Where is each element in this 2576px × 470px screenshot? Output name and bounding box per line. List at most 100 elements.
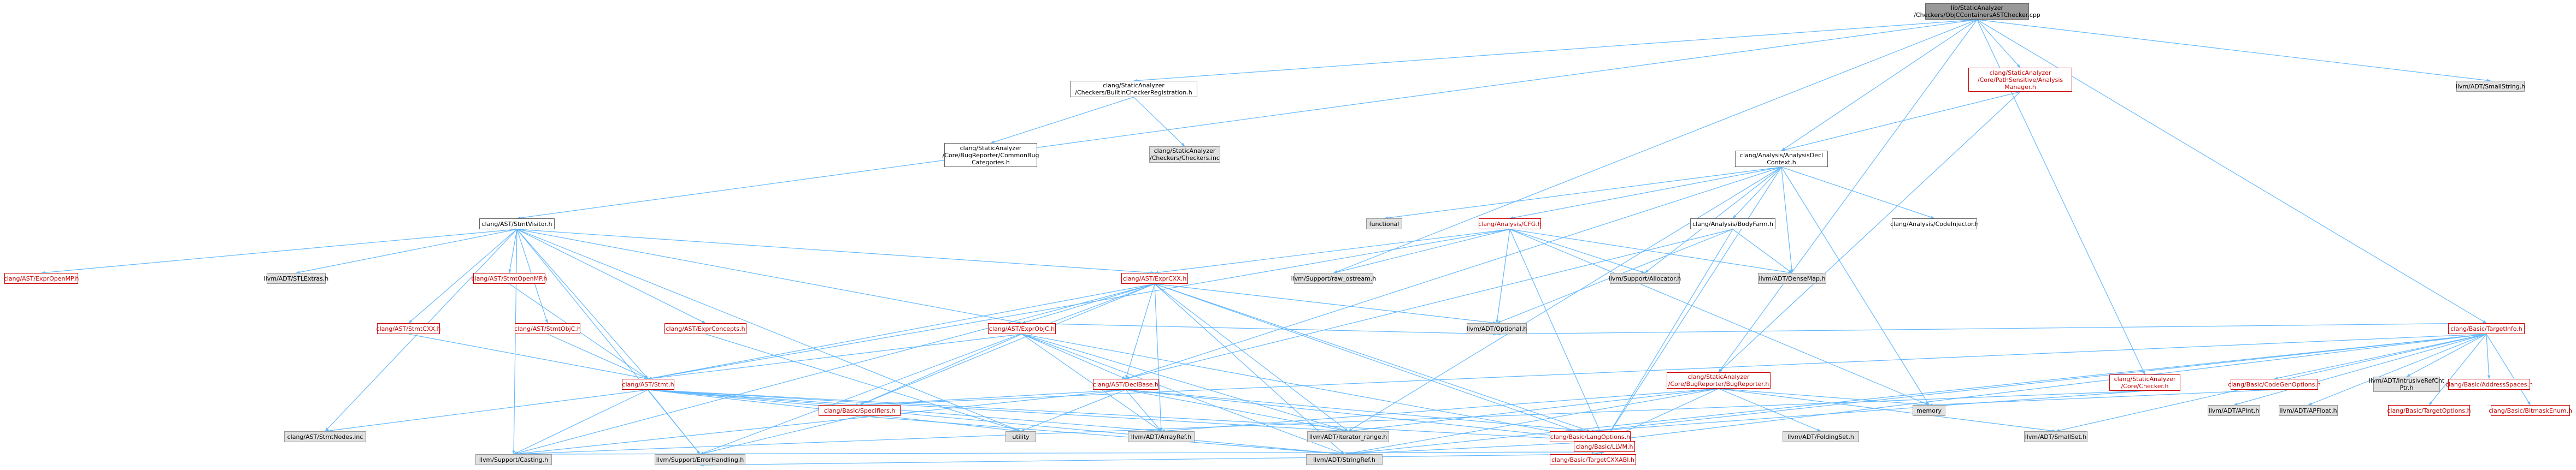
edge-expr_objc-to-optional bbox=[1021, 323, 1497, 335]
edge-arrowhead bbox=[1021, 429, 1025, 432]
edge-stmt-to-error_handling bbox=[648, 389, 701, 455]
edge-root-to-raw_ostream bbox=[1333, 19, 1978, 273]
edge-expr_cxx-to-lang_options bbox=[1154, 283, 1591, 432]
edge-arrowhead bbox=[1126, 376, 1130, 380]
edge-stmt-to-stmt_nodes_inc bbox=[325, 389, 649, 432]
edge-target_info-to-apint bbox=[2233, 334, 2487, 406]
node-stl-extras: llvm/ADT/STLExtras.h bbox=[264, 273, 328, 284]
edge-arrowhead bbox=[2483, 320, 2486, 323]
node-cfg[interactable]: clang/Analysis/CFG.h bbox=[1478, 218, 1542, 229]
node-expr-openmp[interactable]: clang/AST/ExprOpenMP.h bbox=[4, 273, 79, 284]
edge-analysis_decl_context-to-llvm_h bbox=[1604, 166, 1782, 442]
edge-analysis_decl_context-to-decl_base bbox=[1125, 166, 1782, 379]
edge-arrowhead bbox=[991, 140, 995, 144]
edge-root-to-path_sensitive_analysis_manager bbox=[1977, 19, 2021, 68]
node-stmt-objc[interactable]: clang/AST/StmtObjC.h bbox=[514, 323, 581, 334]
node-stmt-cxx[interactable]: clang/AST/StmtCXX.h bbox=[377, 323, 441, 334]
edge-body_farm-to-llvm_h bbox=[1604, 229, 1733, 442]
node-bug-reporter[interactable]: clang/StaticAnalyzer /Core/BugReporter/B… bbox=[1667, 372, 1771, 389]
edge-bug_reporter-to-small_set bbox=[1718, 388, 2056, 432]
edge-expr_cxx-to-casting bbox=[513, 283, 1155, 455]
node-llvm-h[interactable]: clang/Basic/LLVM.h bbox=[1574, 441, 1635, 452]
edge-arrowhead bbox=[1497, 320, 1501, 324]
node-expr-cxx[interactable]: clang/AST/ExprCXX.h bbox=[1121, 273, 1188, 284]
edge-stmt_cxx-to-stmt bbox=[408, 334, 649, 379]
edge-arrowhead bbox=[2308, 402, 2312, 406]
edge-arrowhead bbox=[1733, 215, 1737, 218]
edge-arrowhead bbox=[2407, 373, 2410, 377]
edge-expr_cxx-to-error_handling bbox=[699, 283, 1155, 455]
node-error-handling: llvm/Support/ErrorHandling.h bbox=[655, 454, 745, 465]
node-analysis-decl-context[interactable]: clang/Analysis/AnalysisDecl Context.h bbox=[1735, 151, 1828, 167]
edge-cfg-to-raw_ostream bbox=[1333, 229, 1510, 273]
edge-arrowhead bbox=[1790, 269, 1793, 273]
edge-arrowhead bbox=[408, 319, 413, 323]
edge-expr_objc-to-llvm_h bbox=[1021, 334, 1605, 442]
node-stmt[interactable]: clang/AST/Stmt.h bbox=[622, 379, 674, 390]
edge-arrowhead bbox=[2487, 375, 2491, 379]
node-common-bug-categories[interactable]: clang/StaticAnalyzer /Core/BugReporter/C… bbox=[943, 143, 1039, 167]
edge-expr_objc-to-specifiers bbox=[859, 334, 1022, 406]
node-stmt-openmp[interactable]: clang/AST/StmtOpenMP.h bbox=[471, 273, 548, 284]
edge-stmt-to-casting bbox=[513, 389, 649, 455]
edge-root-to-analysis_decl_context bbox=[1781, 19, 1978, 151]
node-root-file: lib/StaticAnalyzer /Checkers/ObjCContain… bbox=[1914, 3, 2040, 20]
edge-target_info-to-apfloat bbox=[2308, 334, 2487, 406]
node-dense-map: llvm/ADT/DenseMap.h bbox=[1758, 273, 1826, 284]
edge-arrowhead bbox=[2056, 429, 2060, 432]
edge-arrowhead bbox=[2016, 64, 2020, 68]
node-body-farm[interactable]: clang/Analysis/BodyFarm.h bbox=[1690, 218, 1775, 229]
node-target-cxx-abi[interactable]: clang/Basic/TargetCXXABI.h bbox=[1550, 454, 1636, 465]
node-checkers-inc: clang/StaticAnalyzer /Checkers/Checkers.… bbox=[1149, 146, 1220, 163]
edge-expr_cxx-to-string_ref bbox=[1154, 283, 1345, 455]
node-expr-objc[interactable]: clang/AST/ExprObjC.h bbox=[988, 323, 1056, 334]
edge-arrowhead bbox=[702, 320, 705, 323]
node-target-options[interactable]: clang/Basic/TargetOptions.h bbox=[2387, 405, 2471, 416]
node-small-string: llvm/ADT/SmallString.h bbox=[2456, 81, 2525, 92]
edge-bug_reporter-to-iterator_range bbox=[1348, 388, 1719, 432]
node-core-checker[interactable]: clang/StaticAnalyzer /Core/Checker.h bbox=[2109, 374, 2180, 391]
edge-expr_cxx-to-specifiers bbox=[859, 283, 1155, 406]
edge-cfg-to-llvm_h bbox=[1509, 229, 1605, 442]
edge-arrowhead bbox=[1645, 269, 1649, 273]
node-code-injector[interactable]: clang/Analysis/CodeInjector.h bbox=[1890, 218, 1979, 229]
edge-arrowhead bbox=[1788, 269, 1792, 273]
edge-cfg-to-memory bbox=[1509, 229, 1930, 406]
node-lang-options[interactable]: clang/Basic/LangOptions.h bbox=[1550, 431, 1631, 442]
node-path-sensitive-analysis-manager[interactable]: clang/StaticAnalyzer /Core/PathSensitive… bbox=[1968, 68, 2072, 92]
edge-decl_base-to-specifiers bbox=[859, 389, 1126, 406]
edge-expr_objc-to-stmt bbox=[648, 334, 1022, 379]
edge-analysis_decl_context-to-memory bbox=[1781, 166, 1930, 406]
node-target-info[interactable]: clang/Basic/TargetInfo.h bbox=[2448, 323, 2525, 334]
node-expr-concepts[interactable]: clang/AST/ExprConcepts.h bbox=[664, 323, 746, 334]
edge-arrowhead bbox=[2429, 401, 2433, 405]
edge-body_farm-to-decl_base bbox=[1125, 229, 1733, 379]
node-builtin-checker-registration[interactable]: clang/StaticAnalyzer /Checkers/BuiltinCh… bbox=[1070, 81, 1197, 97]
edge-stmt_visitor-to-stmt_cxx bbox=[408, 229, 517, 324]
node-bitmask-enum[interactable]: clang/Basic/BitmaskEnum.h bbox=[2489, 405, 2572, 416]
node-specifiers[interactable]: clang/Basic/Specifiers.h bbox=[819, 405, 901, 416]
node-address-spaces[interactable]: clang/Basic/AddressSpaces.h bbox=[2445, 379, 2533, 390]
edge-expr_objc-to-decl_base bbox=[1021, 334, 1126, 379]
edge-target_info-to-optional bbox=[1496, 323, 2487, 335]
edge-expr_cxx-to-optional bbox=[1154, 283, 1497, 324]
node-decl-base[interactable]: clang/AST/DeclBase.h bbox=[1093, 379, 1158, 390]
node-stmt-nodes-inc: clang/AST/StmtNodes.inc bbox=[284, 431, 366, 442]
node-raw-ostream: llvm/Support/raw_ostream.h bbox=[1291, 273, 1376, 284]
edge-expr_cxx-to-array_ref bbox=[1154, 283, 1162, 432]
edge-expr_objc-to-string_ref bbox=[1021, 334, 1345, 455]
edge-arrowhead bbox=[1641, 270, 1645, 273]
edge-expr_cxx-to-stmt bbox=[648, 283, 1155, 379]
edge-bug_reporter-to-string_ref bbox=[1344, 388, 1719, 455]
edge-arrowhead bbox=[2527, 401, 2531, 405]
node-utility: utility bbox=[1005, 431, 1036, 442]
edge-decl_base-to-casting bbox=[513, 389, 1126, 455]
edge-stmt-to-llvm_h bbox=[648, 389, 1605, 442]
node-stmt-visitor[interactable]: clang/AST/StmtVisitor.h bbox=[479, 218, 555, 229]
edge-arrowhead bbox=[1926, 401, 1929, 405]
node-code-gen-options[interactable]: clang/Basic/CodeGenOptions.h bbox=[2228, 379, 2321, 390]
edge-expr_cxx-to-iterator_range bbox=[1154, 283, 1349, 432]
edge-arrowhead bbox=[1931, 216, 1934, 219]
edge-expr_objc-to-iterator_range bbox=[1021, 334, 1349, 432]
edge-target_info-to-bitmask_enum bbox=[2486, 334, 2531, 406]
